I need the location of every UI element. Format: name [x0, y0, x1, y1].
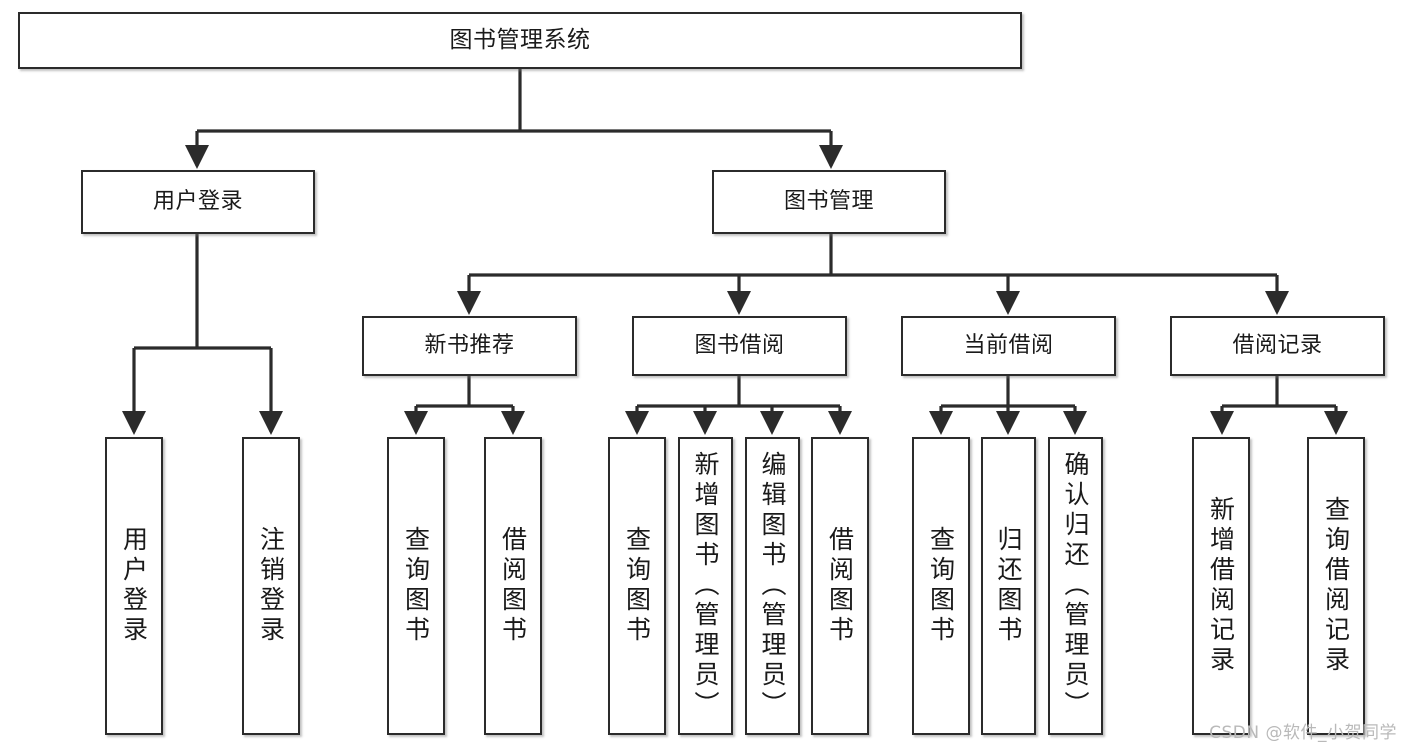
node-leaf-edit-book-label: 编辑图书（管理员） — [758, 451, 787, 721]
node-leaf-user-login[interactable]: 用户登录 — [105, 437, 163, 735]
node-user-login-label: 用户登录 — [152, 189, 243, 215]
node-leaf-add-book[interactable]: 新增图书（管理员） — [678, 437, 733, 735]
node-book-borrow[interactable]: 图书借阅 — [632, 316, 847, 376]
node-borrow-record-label: 借阅记录 — [1232, 333, 1323, 359]
node-root-label: 图书管理系统 — [449, 26, 591, 53]
node-current-borrow[interactable]: 当前借阅 — [901, 316, 1116, 376]
node-leaf-return-book[interactable]: 归还图书 — [981, 437, 1036, 735]
watermark: CSDN @软件_小贺同学 — [1209, 723, 1397, 743]
node-new-book-rec[interactable]: 新书推荐 — [362, 316, 577, 376]
node-leaf-query-book-b[interactable]: 查询图书 — [608, 437, 666, 735]
node-leaf-add-book-label: 新增图书（管理员） — [691, 451, 720, 721]
node-root[interactable]: 图书管理系统 — [18, 12, 1022, 69]
node-user-login[interactable]: 用户登录 — [81, 170, 315, 234]
node-leaf-query-book-a[interactable]: 查询图书 — [387, 437, 445, 735]
node-leaf-query-book-b-label: 查询图书 — [622, 526, 652, 646]
node-leaf-confirm-return-label: 确认归还（管理员） — [1061, 451, 1090, 721]
node-leaf-return-book-label: 归还图书 — [994, 526, 1023, 646]
node-leaf-query-record[interactable]: 查询借阅记录 — [1307, 437, 1365, 735]
node-leaf-add-record[interactable]: 新增借阅记录 — [1192, 437, 1250, 735]
node-leaf-query-book-a-label: 查询图书 — [401, 526, 431, 646]
node-borrow-record[interactable]: 借阅记录 — [1170, 316, 1385, 376]
node-leaf-logout-label: 注销登录 — [256, 526, 286, 646]
node-book-borrow-label: 图书借阅 — [694, 333, 785, 359]
node-leaf-confirm-return[interactable]: 确认归还（管理员） — [1048, 437, 1103, 735]
node-leaf-borrow-book-b-label: 借阅图书 — [825, 526, 855, 646]
node-current-borrow-label: 当前借阅 — [963, 333, 1054, 359]
node-leaf-query-book-c[interactable]: 查询图书 — [912, 437, 970, 735]
node-leaf-add-record-label: 新增借阅记录 — [1206, 496, 1236, 676]
node-leaf-user-login-label: 用户登录 — [119, 526, 149, 646]
node-leaf-edit-book[interactable]: 编辑图书（管理员） — [745, 437, 800, 735]
node-book-manage-label: 图书管理 — [783, 189, 874, 215]
node-new-book-rec-label: 新书推荐 — [424, 333, 515, 359]
node-leaf-borrow-book-a-label: 借阅图书 — [498, 526, 528, 646]
node-leaf-borrow-book-b[interactable]: 借阅图书 — [811, 437, 869, 735]
node-leaf-logout[interactable]: 注销登录 — [242, 437, 300, 735]
node-leaf-query-book-c-label: 查询图书 — [926, 526, 956, 646]
node-leaf-borrow-book-a[interactable]: 借阅图书 — [484, 437, 542, 735]
node-leaf-query-record-label: 查询借阅记录 — [1321, 496, 1351, 676]
node-book-manage[interactable]: 图书管理 — [712, 170, 946, 234]
